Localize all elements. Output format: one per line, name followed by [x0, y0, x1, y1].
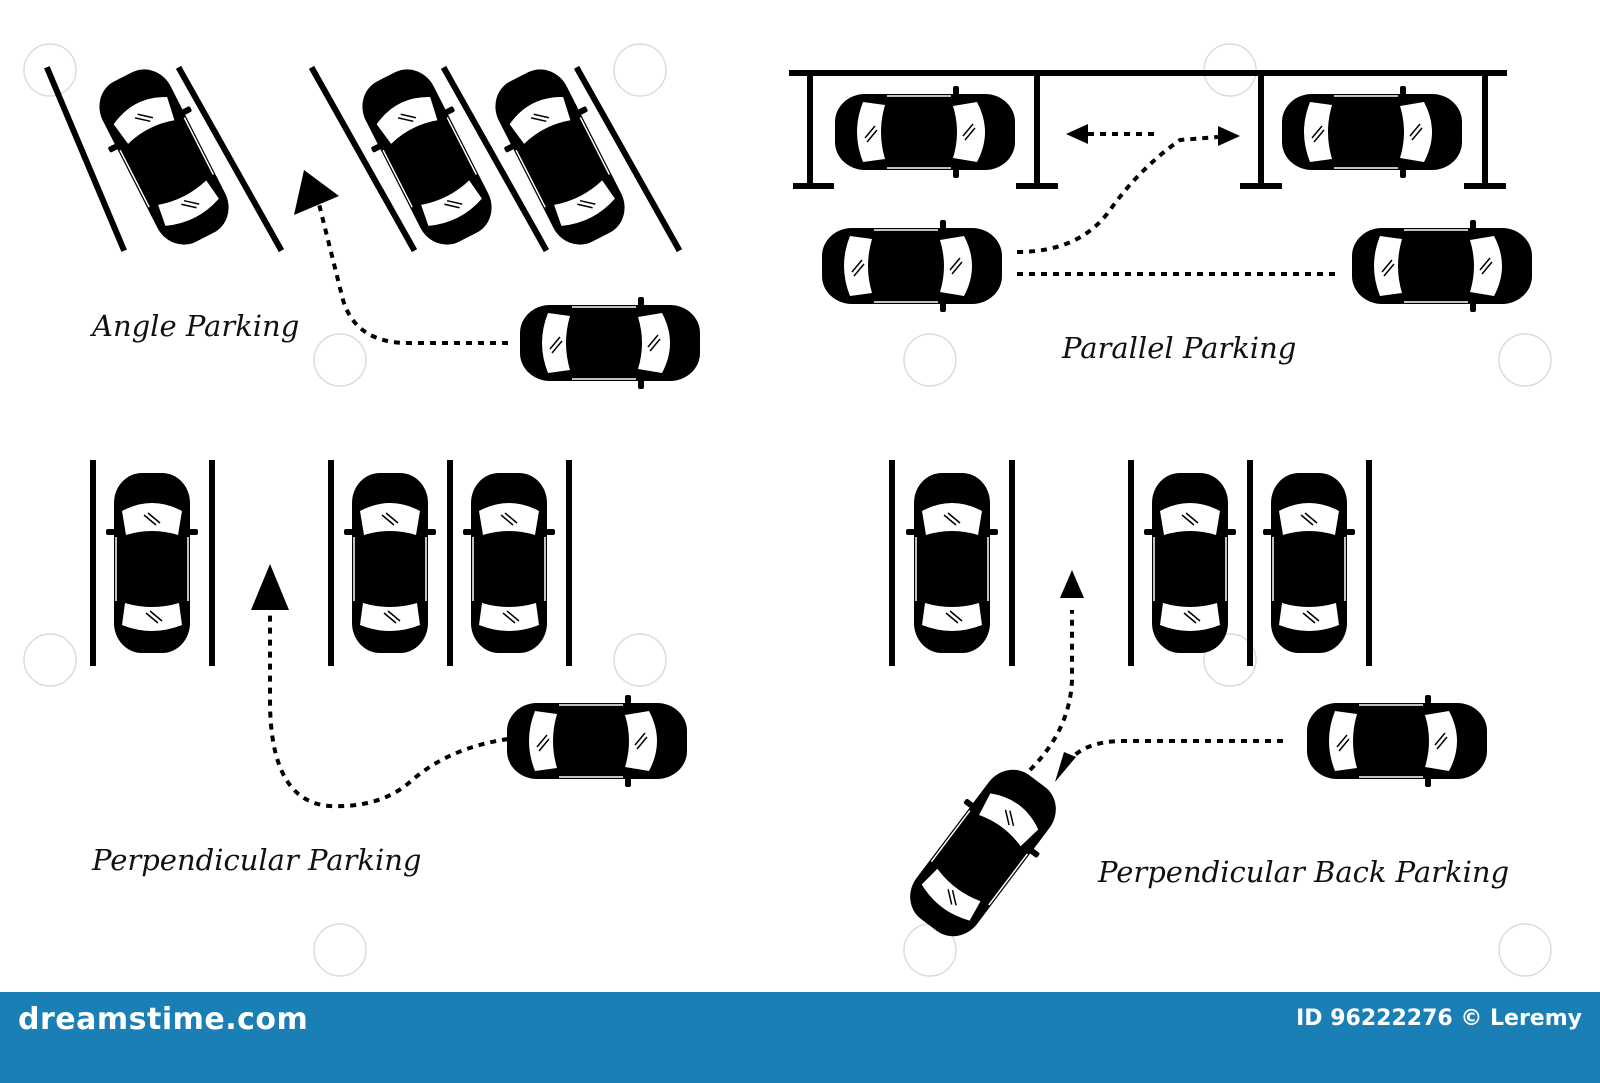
arrowhead-icon	[294, 170, 339, 215]
arrowhead-icon	[1066, 124, 1088, 144]
site-name[interactable]: dreamstime.com	[18, 1002, 309, 1037]
car-icon	[1143, 472, 1237, 654]
car-icon	[343, 472, 437, 654]
parallel-parking-panel: Parallel Parking	[789, 70, 1533, 365]
caption-back: Perpendicular Back Parking	[1097, 855, 1509, 889]
back-parking-panel: Perpendicular Back Parking	[889, 460, 1509, 954]
angle-parking-panel: Angle Parking	[44, 55, 701, 390]
watermark	[23, 43, 1552, 977]
stall-lines	[90, 460, 572, 666]
car-icon	[506, 694, 688, 788]
curb-lines	[789, 70, 1507, 189]
car-icon	[519, 296, 701, 390]
car-icon	[834, 85, 1016, 179]
dashed-arrow	[1028, 610, 1074, 772]
angle-line	[44, 66, 127, 252]
caption-parallel: Parallel Parking	[1061, 331, 1296, 365]
angle-line	[440, 65, 550, 253]
dashed-arrow	[1068, 739, 1283, 762]
car-icon	[821, 219, 1003, 313]
angle-line	[308, 65, 418, 253]
car-icon	[477, 55, 643, 259]
caption-angle: Angle Parking	[89, 309, 299, 343]
car-icon	[81, 55, 247, 259]
angle-line	[573, 65, 683, 253]
caption-perpendicular: Perpendicular Parking	[91, 843, 422, 877]
car-icon	[344, 55, 510, 259]
car-icon	[905, 472, 999, 654]
car-icon	[1351, 219, 1533, 313]
car-icon	[1306, 694, 1488, 788]
dashed-arrow	[316, 199, 508, 345]
angle-line	[175, 65, 285, 253]
perpendicular-parking-panel: Perpendicular Parking	[90, 460, 688, 877]
car-icon	[891, 752, 1075, 954]
stall-lines	[889, 460, 1372, 666]
dashed-arrow	[268, 598, 509, 809]
car-icon	[1281, 85, 1463, 179]
arrowhead-icon	[1060, 570, 1084, 598]
footer-band: dreamstime.com ID 96222276 © Leremy	[0, 992, 1600, 1083]
angle-lines	[44, 65, 683, 253]
arrowhead-icon	[1055, 752, 1076, 782]
image-credit: ID 96222276 © Leremy	[1296, 1006, 1582, 1031]
car-icon	[462, 472, 556, 654]
dashed-arrow	[1016, 135, 1219, 254]
car-icon	[105, 472, 199, 654]
arrowhead-icon	[1218, 126, 1240, 146]
arrowhead-icon	[251, 564, 289, 610]
car-icon	[1262, 472, 1356, 654]
